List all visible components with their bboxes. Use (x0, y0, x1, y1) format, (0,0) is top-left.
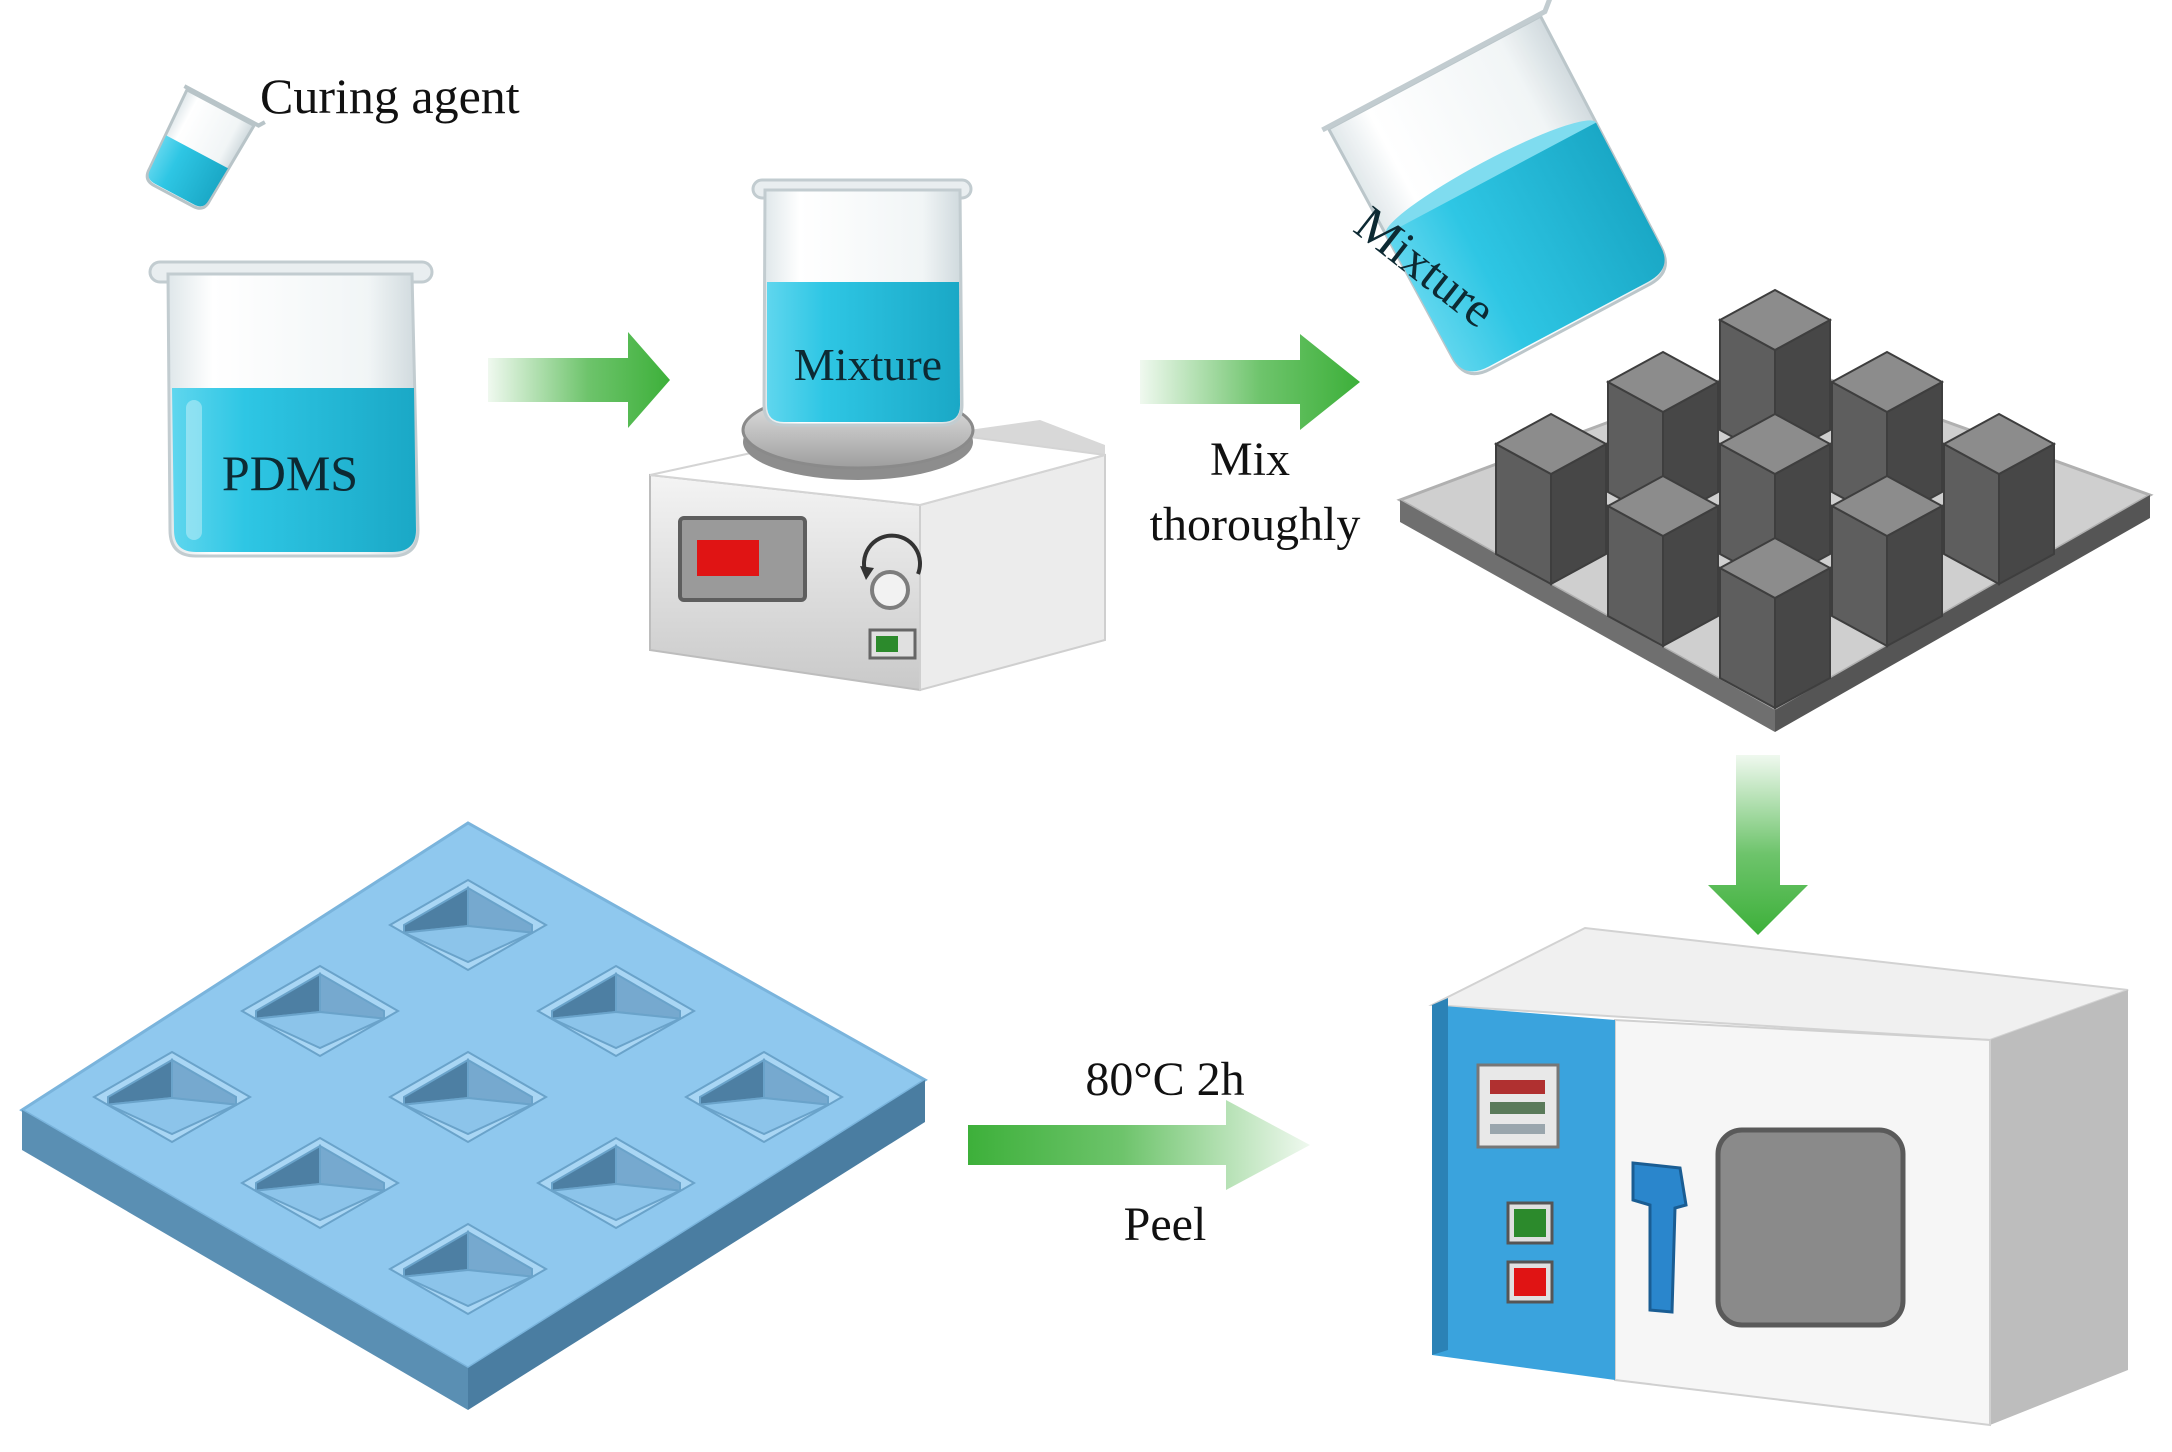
pouring-beaker-icon (1321, 0, 1667, 376)
well-floor (548, 1010, 684, 1050)
arrow-icon (1708, 755, 1808, 935)
well-floor (400, 1096, 536, 1136)
pillar-top-face (1829, 474, 1945, 538)
pillar-top-face (1605, 350, 1721, 414)
well-floor (252, 1010, 388, 1050)
pdms-label: PDMS (222, 445, 358, 501)
well-floor (400, 924, 536, 964)
pillar-top-face (1829, 350, 1945, 414)
pdms-mold-wells (91, 878, 845, 1316)
pillar-top-face (1717, 536, 1833, 600)
arrow-icon (1140, 334, 1360, 430)
mold-pillars (1493, 288, 2057, 710)
well-floor (252, 1182, 388, 1222)
arrow-icon (488, 332, 670, 428)
pdms-beaker-icon (148, 260, 434, 558)
well-floor (104, 1096, 240, 1136)
mix-thoroughly-line2: thoroughly (1150, 498, 1361, 551)
pillar-top-face (1717, 288, 1833, 352)
magnetic-stirrer-icon (649, 178, 1106, 692)
curing-agent-label: Curing agent (260, 68, 520, 124)
well-floor (548, 1182, 684, 1222)
pillar-top-face (1717, 412, 1833, 476)
well-floor (696, 1096, 832, 1136)
pillar-top-face (1605, 474, 1721, 538)
mix-thoroughly-line1: Mix (1210, 433, 1290, 486)
pillar-top-face (1493, 412, 1609, 476)
oven-icon (1428, 926, 2129, 1427)
well-floor (400, 1268, 536, 1308)
mixture-stirrer-label: Mixture (794, 339, 942, 390)
peel-label: Peel (1124, 1198, 1207, 1251)
arrow-icon (968, 1100, 1310, 1190)
pillar-top-face (1941, 412, 2057, 476)
curing-agent-beaker-icon (145, 84, 266, 210)
cure-condition-label: 80°C 2h (1085, 1053, 1244, 1106)
